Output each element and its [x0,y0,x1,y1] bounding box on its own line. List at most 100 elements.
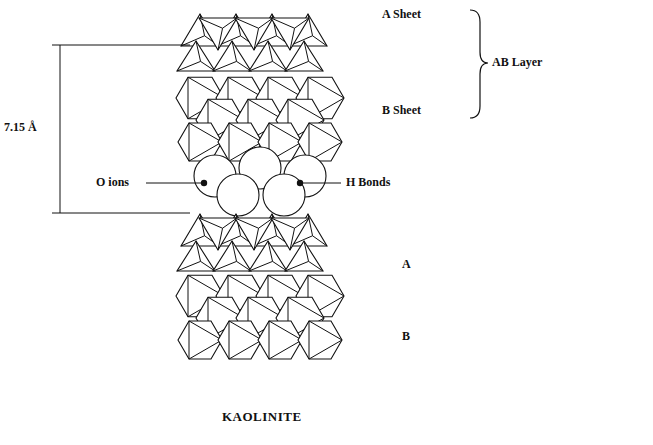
octahedron-edge [269,321,270,359]
octahedron-edge [229,321,230,359]
tetrahedron-edge [254,228,259,250]
tetrahedron-edge [177,61,201,71]
tetrahedron-edge [271,18,295,28]
tetrahedron-edge [181,236,205,246]
tetrahedron-edge [237,261,251,271]
tetrahedron-edge [232,41,237,61]
tetrahedron-edge [218,228,223,250]
tetrahedron-edge [235,218,259,228]
tetrahedron-edge [295,218,309,228]
leader-line [146,183,201,184]
tetrahedron-edge [313,236,327,246]
oxygen-ion [263,174,305,216]
tetrahedron-edge [309,261,323,271]
octahedron-edge [189,321,190,359]
octahedron-edge [189,123,222,142]
octahedron-edge [308,77,344,98]
tetrahedron-edge [249,261,273,271]
figure-caption: KAOLINITE [222,410,302,424]
octahedron [218,321,262,359]
tetrahedron-edge [268,41,273,61]
tetrahedron-edge [268,241,273,261]
tetrahedron-edge [213,61,237,71]
octahedron-edge [229,123,230,161]
octahedron-edge [309,340,342,359]
tetrahedron-edge [271,218,295,228]
octahedron-edge [189,340,222,359]
octahedron-edge [229,340,262,359]
tetrahedron [285,241,323,271]
octahedron-edge [188,77,189,119]
tetrahedron-edge [237,61,251,71]
brace [470,10,488,118]
tetrahedron-edge [308,14,313,36]
tetrahedron [213,241,251,271]
oxygen-ions [194,147,326,216]
tetrahedron-edge [308,214,313,236]
tetrahedron-edge [290,28,295,50]
tetrahedron-edge [309,61,323,71]
tetrahedron-edge [259,218,273,228]
hydrogen-bond-dot [297,180,303,186]
oxygen-ion [217,174,259,216]
leader-line [303,183,341,184]
dimension-tick [52,45,190,46]
tetrahedron-edge [304,41,309,61]
tetrahedral-sheet [177,214,327,271]
tetrahedron-edge [285,261,309,271]
octahedron-edge [269,321,302,340]
tetrahedron-edge [218,28,223,50]
octahedron [258,321,302,359]
tetrahedron-edge [259,18,273,28]
tetrahedron-edge [295,18,309,28]
octahedron-edge [189,123,190,161]
tetrahedron-edge [235,18,259,28]
tetrahedron [249,241,287,271]
tetrahedron-edge [290,228,295,250]
octahedron-edge [269,123,302,142]
tetrahedron [213,41,251,71]
sheet-label: A Sheet [382,8,421,21]
octahedron-edge [308,275,344,296]
tetrahedron [177,241,215,271]
tetrahedron-edge [285,61,309,71]
tetrahedron-edge [196,241,201,261]
hydrogen-bond-dot [201,180,207,186]
dimension-label: 7.15 Å [4,121,37,134]
octahedron-edge [189,321,222,340]
tetrahedron-edge [181,36,205,46]
tetrahedron-edge [273,61,287,71]
tetrahedron [285,41,323,71]
tetrahedron-edge [304,241,309,261]
layer-label: AB Layer [492,56,542,69]
octahedron [298,321,342,359]
tetrahedron-edge [273,261,287,271]
octahedron-edge [229,123,262,142]
octahedron-edge [288,297,324,318]
octahedron-edge [188,275,189,317]
tetrahedron-edge [232,241,237,261]
callout-label: H Bonds [346,176,390,189]
tetrahedron-edge [249,61,273,71]
tetrahedron-edge [196,41,201,61]
sheet-label: B Sheet [382,104,421,117]
octahedron-edge [269,340,302,359]
sheet-label: B [402,330,410,343]
callout-label: O ions [96,176,129,189]
octahedron [178,321,222,359]
tetrahedron [249,41,287,71]
tetrahedron-edge [313,36,327,46]
tetrahedron-edge [223,218,237,228]
tetrahedron-edge [201,61,215,71]
octahedron-edge [309,321,310,359]
tetrahedral-sheet [177,14,327,71]
sheet-label: A [402,258,411,271]
tetrahedron-edge [177,261,201,271]
tetrahedron-edge [201,261,215,271]
tetrahedron-edge [199,218,223,228]
octahedron-edge [288,99,324,120]
tetrahedron-edge [254,28,259,50]
tetrahedron-edge [223,18,237,28]
tetrahedron-edge [199,18,223,28]
